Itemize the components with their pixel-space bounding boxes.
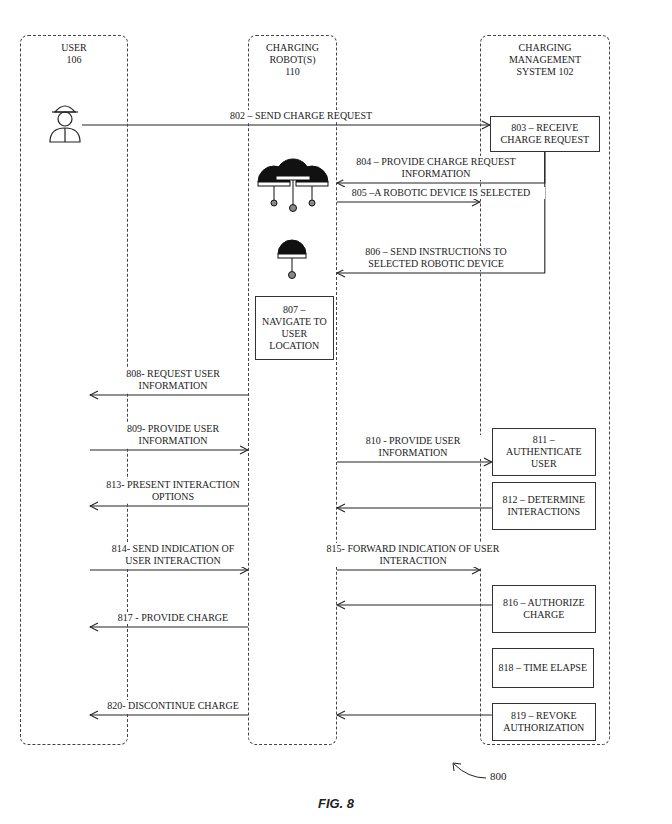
box-text: 811 – AUTHENTICATE USER (493, 431, 595, 473)
message-arrow (90, 714, 248, 715)
message-arrow (90, 626, 248, 627)
process-box: 803 – RECEIVE CHARGE REQUEST (490, 116, 600, 152)
message-arrow (337, 507, 492, 508)
message-label: 820- DISCONTINUE CHARGE (102, 700, 244, 712)
message-label: 810 - PROVIDE USER INFORMATION (342, 435, 484, 459)
box-text: 803 – RECEIVE CHARGE REQUEST (491, 119, 599, 149)
message-label: 817 - PROVIDE CHARGE (102, 612, 244, 624)
robot-lane: CHARGING ROBOT(S) 110 807 – NAVIGATE TO U… (248, 35, 337, 745)
message-label: 805 –A ROBOTIC DEVICE IS SELECTED (338, 187, 545, 199)
lane-header: CHARGING ROBOT(S) 110 (264, 42, 322, 78)
message-arrow (337, 201, 480, 202)
message-label: 806 – SEND INSTRUCTIONS TO SELECTED ROBO… (343, 246, 530, 270)
message-label: 802 – SEND CHARGE REQUEST (213, 110, 390, 122)
box-text: 812 – DETERMINE INTERACTIONS (493, 491, 595, 521)
message-label: 814- SEND INDICATION OF USER INTERACTION (102, 543, 244, 567)
callout-number: 800 (490, 770, 507, 782)
system-lane: CHARGING MANAGEMENT SYSTEM 102 803 – RECE… (480, 35, 610, 745)
process-box: 807 – NAVIGATE TO USER LOCATION (255, 296, 334, 360)
box-text: 818 – TIME ELAPSE (495, 659, 591, 677)
figure-caption: FIG. 8 (0, 796, 672, 811)
lane-header: CHARGING MANAGEMENT SYSTEM 102 (507, 42, 583, 78)
process-box: 816 – AUTHORIZE CHARGE (492, 585, 596, 633)
message-arrow (337, 152, 545, 183)
message-arrow (90, 394, 248, 395)
robot-icon (278, 240, 306, 279)
message-arrow (337, 569, 480, 570)
user-icon (50, 106, 80, 142)
lane-header: USER 106 (54, 42, 94, 66)
process-box: 811 – AUTHENTICATE USER (492, 428, 596, 476)
message-arrow (82, 124, 490, 125)
robot-cluster-icon (258, 159, 328, 212)
message-label: 804 – PROVIDE CHARGE REQUEST INFORMATION (343, 156, 530, 180)
process-box: 818 – TIME ELAPSE (492, 648, 594, 688)
message-arrow (337, 461, 492, 462)
box-text: 816 – AUTHORIZE CHARGE (493, 594, 595, 624)
process-box: 819 – REVOKE AUTHORIZATION (492, 703, 596, 741)
message-arrow (337, 152, 545, 273)
message-arrow (90, 449, 248, 450)
message-label: 808- REQUEST USER INFORMATION (106, 368, 240, 392)
message-arrow (337, 714, 492, 715)
box-text: 807 – NAVIGATE TO USER LOCATION (256, 301, 333, 355)
message-arrow (90, 569, 248, 570)
message-arrow (337, 604, 492, 605)
process-box: 812 – DETERMINE INTERACTIONS (492, 482, 596, 530)
message-label: 809- PROVIDE USER INFORMATION (106, 423, 240, 447)
message-label: 815- FORWARD INDICATION OF USER INTERACT… (312, 543, 514, 567)
box-text: 819 – REVOKE AUTHORIZATION (493, 707, 595, 737)
message-label: 813- PRESENT INTERACTION OPTIONS (102, 479, 244, 503)
reference-arrow (453, 763, 486, 778)
message-arrow (90, 505, 248, 506)
